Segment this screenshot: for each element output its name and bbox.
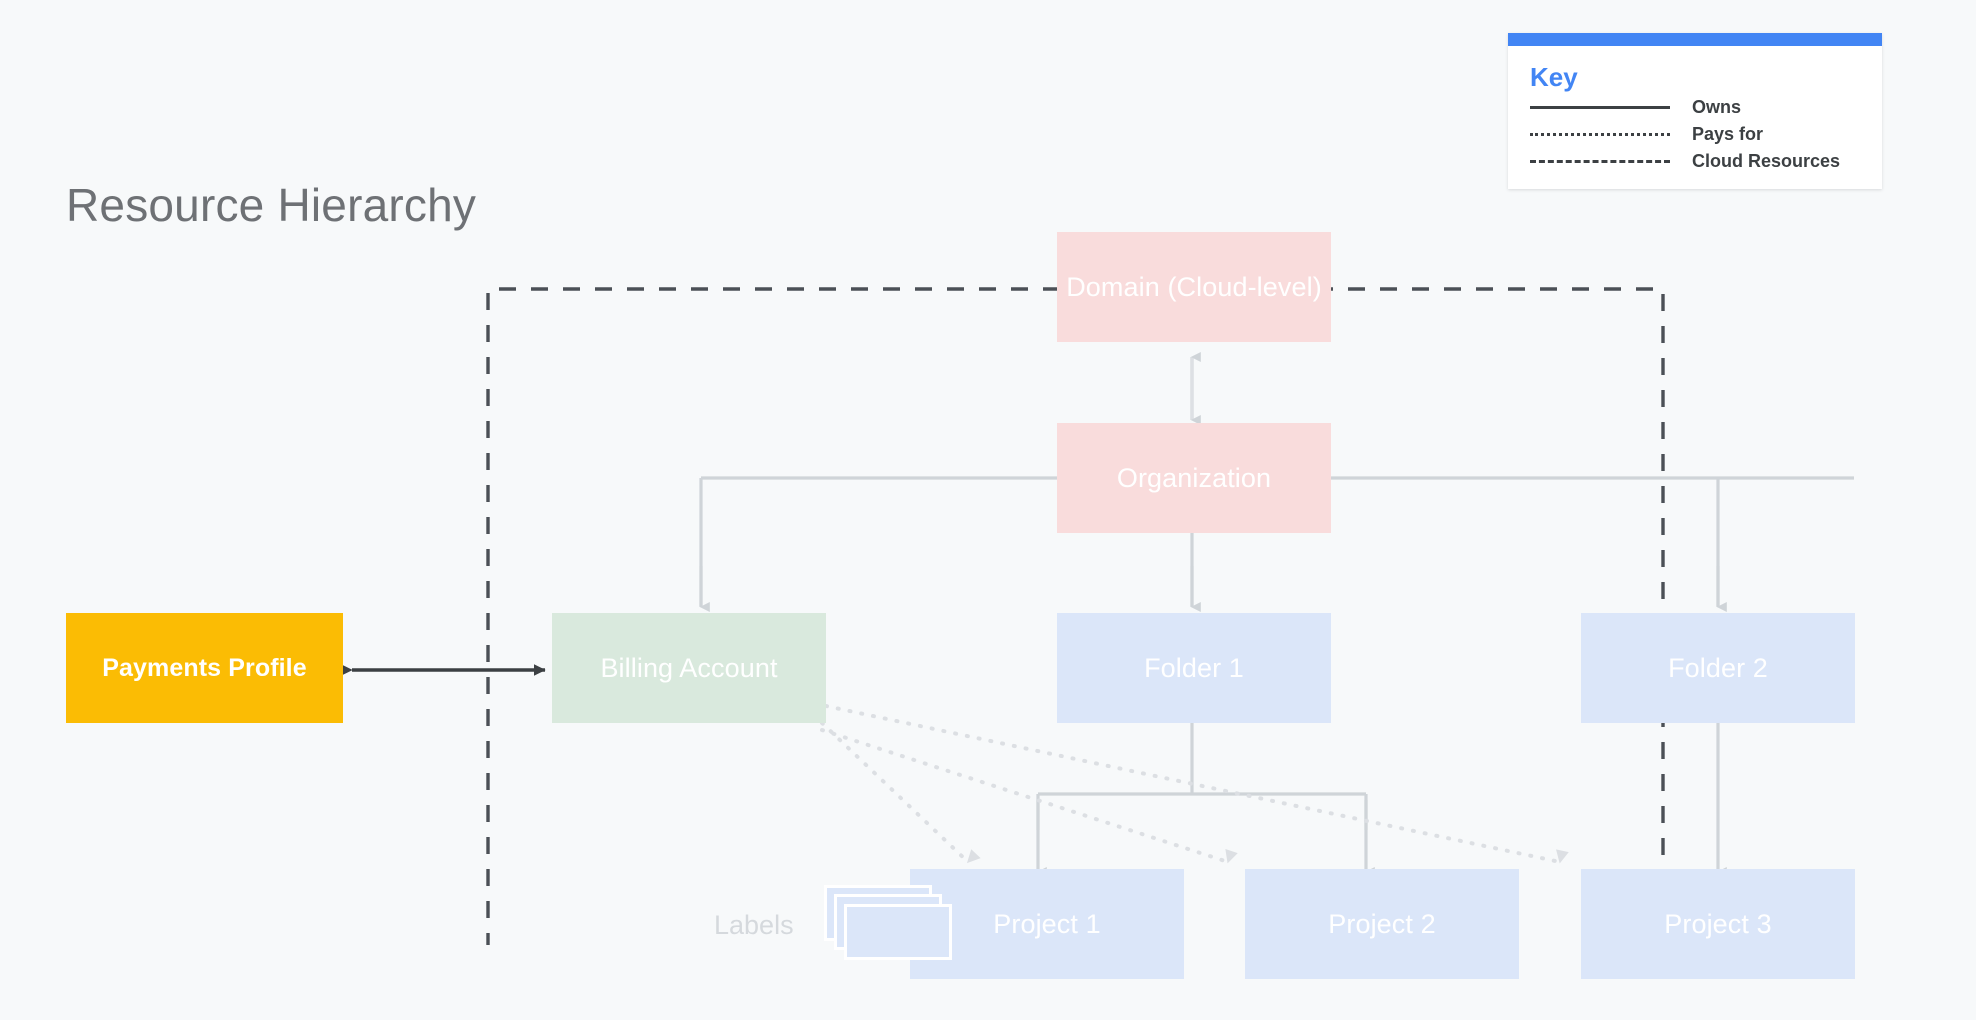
node-payments-profile-label: Payments Profile — [102, 653, 307, 682]
node-project-3-label: Project 3 — [1664, 908, 1772, 939]
node-billing-account-label: Billing Account — [600, 652, 778, 683]
key-line-dashed-icon — [1530, 151, 1670, 171]
key-title: Key — [1530, 62, 1578, 92]
node-domain[interactable]: Domain (Cloud-level) — [1057, 232, 1331, 342]
node-organization-label: Organization — [1116, 462, 1272, 493]
node-folder-2[interactable]: Folder 2 — [1581, 613, 1855, 723]
labels-caption: Labels — [714, 910, 794, 940]
node-project-1-label: Project 1 — [993, 908, 1101, 939]
key-line-dotted-icon — [1530, 124, 1670, 144]
node-project-3[interactable]: Project 3 — [1581, 869, 1855, 979]
key-row-owns: Owns — [1530, 97, 1860, 117]
key-row-pays-for: Pays for — [1530, 124, 1860, 144]
edge-billing-project3 — [824, 704, 1569, 864]
node-project-2-label: Project 2 — [1328, 908, 1436, 939]
key-label-cloud-resources: Cloud Resources — [1692, 151, 1841, 172]
node-folder-2-label: Folder 2 — [1668, 652, 1768, 683]
node-organization[interactable]: Organization — [1057, 423, 1331, 533]
edge-billing-project2 — [820, 728, 1238, 864]
key-line-solid-icon — [1530, 97, 1670, 117]
labels-stack-card-front — [844, 904, 952, 960]
key-label-pays-for: Pays for — [1692, 124, 1764, 145]
node-domain-label: Domain (Cloud-level) — [1066, 271, 1322, 302]
node-payments-profile[interactable]: Payments Profile — [66, 613, 343, 723]
node-folder-1[interactable]: Folder 1 — [1057, 613, 1331, 723]
key-label-owns: Owns — [1692, 97, 1742, 117]
page-title: Resource Hierarchy — [66, 179, 477, 231]
node-billing-account[interactable]: Billing Account — [552, 613, 826, 723]
edge-billing-project1 — [820, 721, 981, 864]
key-row-cloud-resources: Cloud Resources — [1530, 151, 1860, 171]
key-accent-bar — [1508, 33, 1882, 46]
key-legend-panel: Key Owns Pays for Cloud Resources — [1508, 33, 1882, 189]
node-folder-1-label: Folder 1 — [1144, 652, 1244, 683]
labels-stack-icon — [824, 885, 958, 967]
edge-folder1-children — [1036, 723, 1368, 830]
key-body: Key Owns Pays for Cloud Resources — [1508, 46, 1882, 189]
node-project-1[interactable]: Project 1 — [910, 869, 1184, 979]
node-project-2[interactable]: Project 2 — [1245, 869, 1519, 979]
